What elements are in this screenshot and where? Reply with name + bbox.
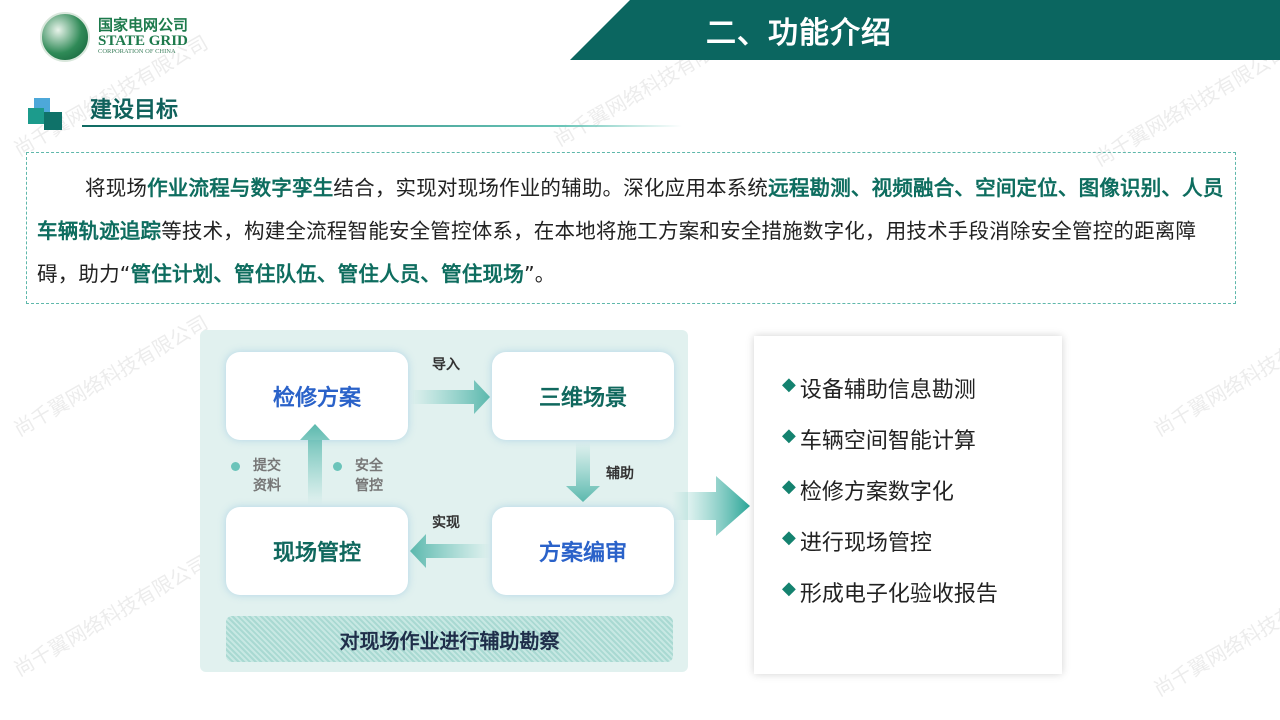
globe-icon xyxy=(40,12,90,62)
feature-item: ◆车辆空间智能计算 xyxy=(782,423,1062,474)
arrow-up-icon xyxy=(300,424,330,504)
feature-item: ◆进行现场管控 xyxy=(782,525,1062,576)
side-label-line: 管控 xyxy=(355,478,383,494)
state-grid-logo: 国家电网公司 STATE GRID CORPORATION OF CHINA xyxy=(40,12,188,62)
diagram-caption: 对现场作业进行辅助勘察 xyxy=(226,616,673,662)
square-icon xyxy=(44,112,62,130)
box-review: 方案编审 xyxy=(492,507,674,595)
side-label-submit: 提交资料 xyxy=(253,456,281,496)
big-arrow-right-icon xyxy=(672,476,750,536)
diamond-icon: ◆ xyxy=(782,578,796,599)
header-band: 二、功能介绍 xyxy=(570,0,1280,60)
watermark: 尚千翼网络科技有限公司 xyxy=(1149,570,1280,702)
intro-text: 结合，实现对现场作业的辅助。深化应用本系统 xyxy=(333,176,769,200)
logo-sub: CORPORATION OF CHINA xyxy=(98,48,176,56)
box-control: 现场管控 xyxy=(226,507,408,595)
feature-label: 形成电子化验收报告 xyxy=(799,582,998,607)
side-label-safety: 安全管控 xyxy=(355,456,383,496)
workflow-diagram: 检修方案 三维场景 方案编审 现场管控 导入 辅助 实现 提交资料 安全管控 对… xyxy=(200,330,688,672)
box-plan: 检修方案 xyxy=(226,352,408,440)
intro-highlight: 远程勘测、视频融合、空间定位、图像识别、人员车辆轨迹追踪 xyxy=(37,176,1224,243)
divider xyxy=(82,125,682,127)
arrow-down-icon xyxy=(566,442,600,502)
intro-text: 将现场 xyxy=(85,176,148,200)
watermark: 尚千翼网络科技有限公司 xyxy=(9,310,213,442)
arrow-left-icon xyxy=(410,534,490,568)
bullet-dot-icon xyxy=(333,462,342,471)
label-realize: 实现 xyxy=(432,515,460,531)
diamond-icon: ◆ xyxy=(782,374,796,395)
feature-label: 设备辅助信息勘测 xyxy=(799,378,976,403)
diamond-icon: ◆ xyxy=(782,425,796,446)
feature-item: ◆形成电子化验收报告 xyxy=(782,576,1062,627)
page-title: 二、功能介绍 xyxy=(706,16,892,51)
diamond-icon: ◆ xyxy=(782,476,796,497)
feature-item: ◆设备辅助信息勘测 xyxy=(782,372,1062,423)
intro-paragraph: 将现场作业流程与数字孪生结合，实现对现场作业的辅助。深化应用本系统远程勘测、视频… xyxy=(26,152,1236,304)
feature-label: 车辆空间智能计算 xyxy=(799,429,976,454)
section-title: 建设目标 xyxy=(90,98,179,123)
arrow-right-icon xyxy=(410,380,490,414)
intro-highlight: 管住计划、管住队伍、管住人员、管住现场 xyxy=(130,262,524,286)
feature-label: 进行现场管控 xyxy=(799,531,932,556)
section-heading: 建设目标 xyxy=(28,92,682,132)
logo-cn: 国家电网公司 xyxy=(98,15,189,34)
watermark: 尚千翼网络科技有限公司 xyxy=(1149,310,1280,442)
watermark: 尚千翼网络科技有限公司 xyxy=(9,550,213,682)
intro-text: ”。 xyxy=(523,262,556,286)
bullet-dot-icon xyxy=(231,462,240,471)
feature-list: ◆设备辅助信息勘测 ◆车辆空间智能计算 ◆检修方案数字化 ◆进行现场管控 ◆形成… xyxy=(754,336,1062,674)
feature-item: ◆检修方案数字化 xyxy=(782,474,1062,525)
square-icon xyxy=(28,108,44,124)
feature-label: 检修方案数字化 xyxy=(799,480,954,505)
side-label-line: 提交 xyxy=(253,458,281,474)
label-assist: 辅助 xyxy=(606,466,634,482)
diamond-icon: ◆ xyxy=(782,527,796,548)
box-scene: 三维场景 xyxy=(492,352,674,440)
intro-text: 等技术，构建全流程智能安全管控体系，在本地将施工方案和安全措施数字化，用技术手段… xyxy=(37,219,1197,286)
intro-highlight: 作业流程与数字孪生 xyxy=(147,176,334,200)
logo-en: STATE GRID xyxy=(98,32,188,49)
side-label-line: 资料 xyxy=(253,478,281,494)
side-label-line: 安全 xyxy=(355,458,383,474)
label-import: 导入 xyxy=(432,357,460,373)
